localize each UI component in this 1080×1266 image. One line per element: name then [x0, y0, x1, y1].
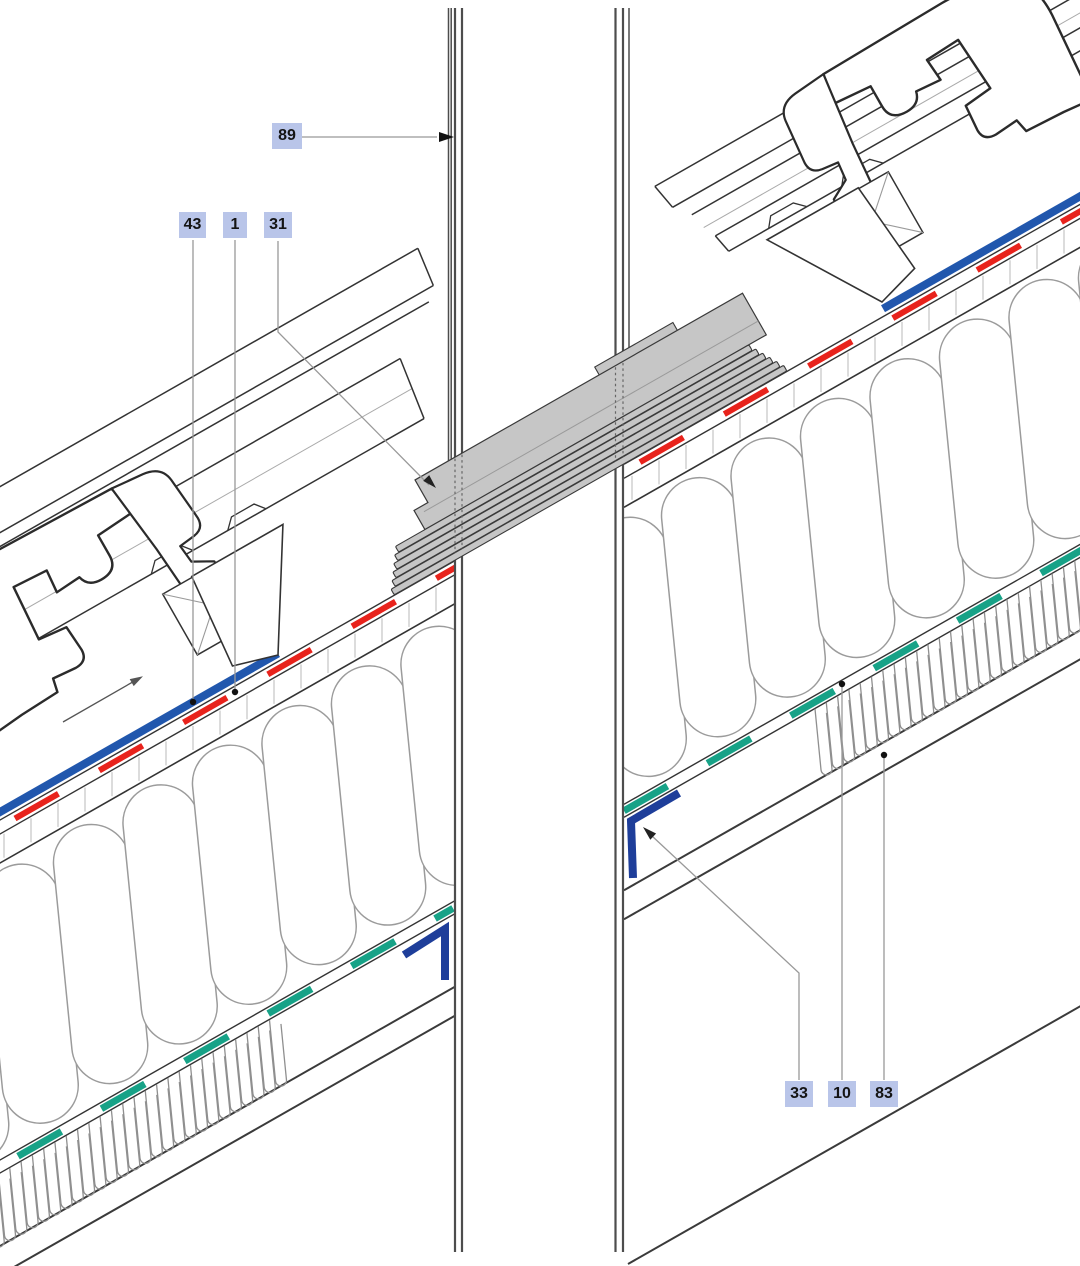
callout-1: 1: [223, 212, 247, 238]
ceiling-line: [627, 1005, 1080, 1265]
leader-dot-10: [838, 680, 846, 688]
callout-10: 10: [828, 1081, 856, 1107]
callout-33: 33: [785, 1081, 813, 1107]
blue-membrane-right: [881, 191, 1080, 313]
callout-89: 89: [272, 123, 302, 149]
thin-insulation-coil: [0, 1019, 288, 1266]
insulation-top-line: [0, 602, 456, 864]
blue-membrane-left: [0, 650, 280, 817]
window-sash-lines: [0, 247, 435, 962]
callout-43: 43: [179, 212, 206, 238]
board-stack: [391, 292, 787, 595]
insulation-right: [519, 239, 1080, 819]
membrane-line: [624, 556, 1080, 818]
batten-hatch-right: [631, 229, 1065, 500]
blue-angle-profile-left: [401, 921, 449, 980]
insulation-left: [0, 583, 568, 1266]
batten-top-line: [0, 573, 456, 835]
batten-top-line: [624, 217, 1080, 479]
roof-window-left: [0, 247, 435, 962]
membrane-line: [0, 899, 456, 1161]
insulation-batt: [400, 625, 456, 887]
batten-hatch-left: [3, 587, 437, 858]
arrow-head-31: [423, 475, 436, 488]
leader-33: [651, 835, 800, 1080]
lining-board-line: [13, 1014, 456, 1266]
leader-dot-83: [880, 751, 888, 759]
red-sealing-tape-left: [13, 564, 456, 822]
slope-direction-arrow: [62, 678, 139, 723]
red-sealing-tape-right: [638, 207, 1080, 465]
board-joint: [423, 320, 759, 513]
flue-walls: [447, 8, 630, 1252]
blue-angle-profile-right: [626, 789, 682, 879]
board-slat: [391, 365, 787, 595]
green-membrane-left: [16, 905, 455, 1160]
membrane-line: [624, 543, 1080, 805]
arrow-head-33: [643, 827, 657, 840]
insulation-top-line: [624, 246, 1080, 508]
leader-dot-1: [231, 688, 239, 696]
slope-arrow-head: [129, 676, 143, 687]
insulation-batt: [519, 553, 620, 819]
roof-assembly-right: [519, 191, 1080, 1265]
leader-31: [277, 241, 430, 486]
membrane-line: [0, 912, 456, 1174]
roof-assembly-left: [0, 559, 568, 1266]
callout-leaders: [192, 136, 885, 1080]
roof-window-right: [654, 0, 1080, 337]
leader-dot-43: [189, 698, 197, 706]
hidden-flue-lines: [454, 362, 624, 553]
arrow-head-89: [439, 132, 454, 142]
callout-31: 31: [264, 212, 292, 238]
insulation-batt: [467, 583, 568, 849]
lining-board-line: [624, 658, 1080, 921]
sarking-line: [0, 559, 456, 821]
thin-insulation-coil: [814, 502, 1080, 776]
callout-83: 83: [870, 1081, 898, 1107]
